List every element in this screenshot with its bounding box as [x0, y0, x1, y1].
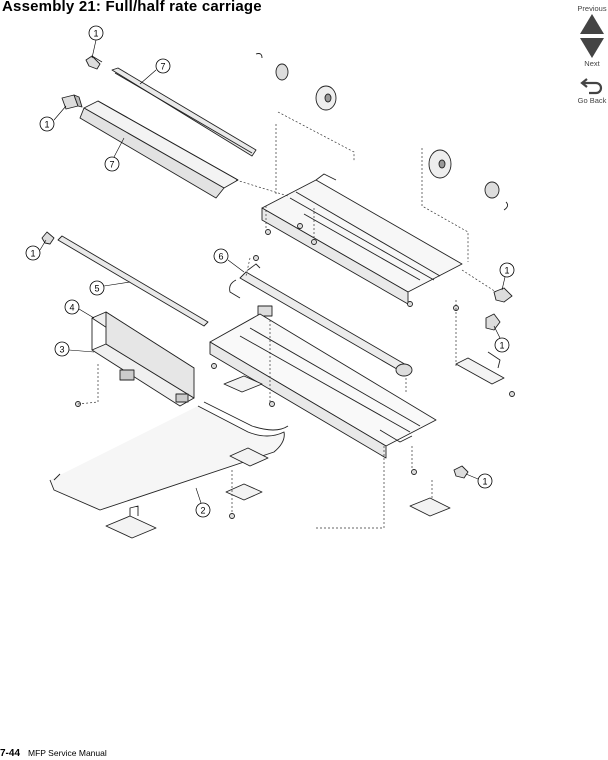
svg-text:1: 1	[44, 120, 49, 130]
clip-part-right-2	[485, 313, 501, 331]
previous-label: Previous	[577, 4, 607, 13]
rail-rod-upper	[111, 67, 257, 157]
svg-text:1: 1	[482, 477, 487, 487]
callout: 1	[493, 325, 510, 353]
bracket-right	[455, 351, 505, 385]
previous-arrow-icon[interactable]	[579, 13, 605, 35]
svg-text:5: 5	[94, 284, 99, 294]
bracket-plate	[91, 311, 195, 407]
svg-text:1: 1	[504, 266, 509, 276]
carriage-frame-lower	[209, 313, 437, 459]
svg-text:1: 1	[499, 341, 504, 351]
screws	[75, 223, 515, 519]
svg-text:7: 7	[160, 62, 165, 72]
carriage-shaft	[229, 263, 413, 377]
callout: 2	[195, 487, 211, 518]
guide-bracket-2	[229, 447, 269, 467]
callout: 1	[465, 473, 493, 489]
svg-text:6: 6	[218, 252, 223, 262]
svg-text:2: 2	[200, 506, 205, 516]
page-title: Assembly 21: Full/half rate carriage	[2, 0, 262, 15]
flat-cable	[49, 401, 289, 511]
manual-name: MFP Service Manual	[28, 748, 107, 758]
page-footer: 7-44 MFP Service Manual	[0, 748, 107, 759]
svg-text:1: 1	[93, 29, 98, 39]
pulley-right	[428, 149, 509, 211]
svg-text:7: 7	[109, 160, 114, 170]
pad-part-left	[61, 94, 83, 110]
nav-panel: Previous Next Go Back	[574, 4, 608, 105]
callout: 6	[213, 248, 245, 273]
exploded-parts-diagram: 1 7 1 7 1 5 6	[25, 25, 515, 539]
go-back-icon[interactable]	[579, 76, 605, 96]
svg-text:4: 4	[69, 303, 74, 313]
callout: 3	[54, 341, 95, 357]
next-label: Next	[584, 59, 600, 68]
reflector-part	[79, 100, 239, 199]
callout: 7	[104, 137, 125, 172]
clip-part-top	[85, 55, 103, 70]
callout: 1	[25, 239, 47, 261]
clip-part-right-1	[493, 287, 513, 303]
pulley-upper	[255, 53, 337, 111]
callout: 7	[139, 58, 171, 85]
next-arrow-icon[interactable]	[579, 37, 605, 59]
clip-part-lower-right	[453, 465, 469, 479]
callout: 4	[64, 299, 95, 319]
guide-bracket-4	[105, 505, 157, 539]
svg-text:1: 1	[30, 249, 35, 259]
guide-bracket-3	[225, 483, 263, 501]
callout-labels: 1 7 1 7 1 5 6	[25, 25, 515, 518]
guide-bracket-5	[409, 497, 451, 517]
page-number: 7-44	[0, 748, 21, 759]
callout: 5	[89, 280, 131, 296]
guide-bracket-1	[223, 375, 263, 393]
callout: 1	[88, 25, 104, 59]
clip-part-left	[41, 231, 55, 245]
callout: 1	[499, 262, 515, 291]
svg-text:3: 3	[59, 345, 64, 355]
rail-rod-lower	[57, 235, 209, 327]
callout: 1	[39, 105, 67, 132]
carriage-frame-upper	[261, 173, 463, 305]
go-back-label[interactable]: Go Back	[577, 96, 607, 105]
